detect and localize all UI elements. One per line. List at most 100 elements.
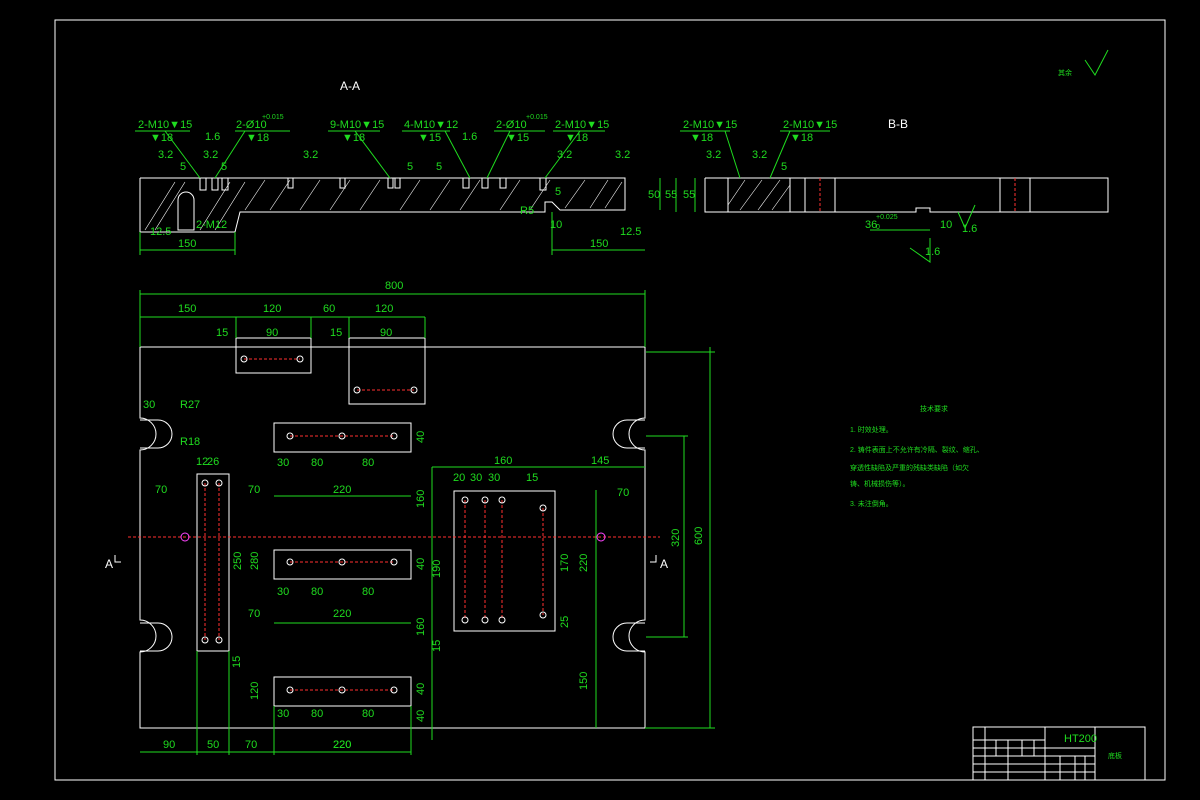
section-mark-right-arrow [650, 555, 657, 563]
ra-aa-4: 3.2 [557, 149, 572, 161]
title-material: HT200 [1064, 733, 1097, 745]
dim-aa-55: 55 [665, 189, 677, 201]
dim-sub-15b: 15 [330, 327, 342, 339]
dim-pad-80e: 80 [311, 708, 323, 720]
notes-line-2: 2. 铸件表面上不允许有冷隔、裂纹、缩孔、 [850, 445, 984, 454]
notes-line-5: 3. 未注倒角。 [850, 499, 893, 508]
dim-pad-190: 190 [431, 560, 443, 578]
ra-bb-4: 1.6 [925, 246, 940, 258]
dim-aa-10: 10 [550, 219, 562, 231]
ra-aa-1: 3.2 [158, 149, 173, 161]
outer-frame [54, 19, 1166, 781]
dim-pad-40d: 40 [415, 710, 427, 722]
ra-bb-2: 3.2 [752, 149, 767, 161]
dim-left-70: 70 [155, 484, 167, 496]
ra-bb-1: 3.2 [706, 149, 721, 161]
title-part-name: 底板 [1108, 751, 1122, 760]
dim-aa-150b: 150 [590, 238, 608, 250]
dim-right-220: 220 [578, 554, 590, 572]
dim-bb-10: 10 [940, 219, 952, 231]
dim-sub-90b: 90 [380, 327, 392, 339]
notes-line-1: 1. 时效处理。 [850, 425, 893, 434]
dim-right-150: 150 [578, 672, 590, 690]
callout-aa-2: 2-Ø10 [236, 119, 267, 131]
callout-aa-4: 4-M10▼12 [404, 119, 458, 131]
notes-line-4: 铸、机械损伤等）。 [850, 479, 910, 488]
roughness-symbol [1084, 49, 1109, 76]
dim-right-145: 145 [591, 455, 609, 467]
callout-bb-2: 2-M10▼15 [783, 119, 837, 131]
dim-right-20: 20 [453, 472, 465, 484]
dim-left-120: 120 [249, 682, 261, 700]
dim-left-r27: R27 [180, 399, 200, 411]
ra-bb-3: 1.6 [962, 223, 977, 235]
callout-aa-1: 2-M10▼15 [138, 119, 192, 131]
technical-notes: 技术要求 1. 时效处理。 2. 铸件表面上不允许有冷隔、裂纹、缩孔、 穿透性缺… [850, 404, 984, 508]
dim-left-r18: R18 [180, 436, 200, 448]
dim-pad-160b: 160 [415, 618, 427, 636]
dim-left-15: 15 [231, 656, 243, 668]
section-aa-title: A-A [340, 79, 360, 93]
dim-pad-40a: 40 [415, 431, 427, 443]
dim-right-320: 320 [670, 529, 682, 547]
ra-aa-5: 3.2 [615, 149, 630, 161]
section-mark-right: A [660, 557, 668, 571]
dim-aa-s5: 5 [555, 186, 561, 198]
callout-aa-3b: ▼18 [342, 132, 365, 144]
section-aa-hatching [144, 179, 623, 231]
dim-bottom-220: 220 [333, 739, 351, 751]
dim-pad-30a: 30 [277, 457, 289, 469]
dim-bb-36-tol: +0.025 [876, 214, 898, 221]
section-bb-annotations: 2-M10▼15 ▼18 2-M10▼15 ▼18 3.2 3.2 1.6 1.… [680, 119, 977, 263]
plan-dimension-lines [139, 290, 715, 755]
dim-pad-30b: 30 [277, 586, 289, 598]
dim-pad-80b: 80 [362, 457, 374, 469]
dim-aa-50: 50 [648, 189, 660, 201]
callout-aa-2r: 1.6 [205, 131, 220, 143]
dim-aa-150a: 150 [178, 238, 196, 250]
surface-note-other: 其余 [1058, 68, 1072, 77]
callout-aa-4b: ▼15 [418, 132, 441, 144]
section-bb-title: B-B [888, 117, 908, 131]
dim-pad-220a: 220 [333, 484, 351, 496]
dim-right-170: 170 [559, 554, 571, 572]
dim-top-120a: 120 [263, 303, 281, 315]
dim-top-60: 60 [323, 303, 335, 315]
ra-aa-7: 12.5 [620, 226, 641, 238]
title-block: HT200 底板 [972, 726, 1146, 781]
dim-pad-80a: 80 [311, 457, 323, 469]
dim-right-30a: 30 [470, 472, 482, 484]
dim-bb-55: 55 [683, 189, 695, 201]
dim-right-25: 25 [559, 616, 571, 628]
dim-right-70: 70 [617, 487, 629, 499]
dim-bottom-90: 90 [163, 739, 175, 751]
notes-title: 技术要求 [920, 404, 948, 413]
dim-pad-80c: 80 [311, 586, 323, 598]
dim-pad-40b: 40 [415, 558, 427, 570]
plan-outline [128, 337, 660, 729]
dim-left-70b: 70 [248, 484, 260, 496]
dim-pad-15: 15 [431, 640, 443, 652]
dim-aa-s1: 5 [180, 161, 186, 173]
callout-aa-5tol: +0.015 [526, 114, 548, 121]
callout-bb-1b: ▼18 [690, 132, 713, 144]
dim-pad-220c: 220 [333, 739, 351, 751]
ra-aa-6: 12.5 [150, 226, 171, 238]
dim-left-250: 250 [232, 552, 244, 570]
dim-left-30: 30 [143, 399, 155, 411]
dim-pad-30c: 30 [277, 708, 289, 720]
dim-bb-36-tol0: 0 [876, 224, 880, 231]
dim-bb-36: 36 [865, 219, 877, 231]
callout-aa-1b: ▼18 [150, 132, 173, 144]
section-bb-profile [704, 177, 1109, 213]
callout-aa-6: 2-M10▼15 [555, 119, 609, 131]
dim-pad-220b: 220 [333, 608, 351, 620]
dim-pad-80f: 80 [362, 708, 374, 720]
dim-right-160: 160 [494, 455, 512, 467]
callout-bb-2b: ▼18 [790, 132, 813, 144]
dim-aa-s3: 5 [407, 161, 413, 173]
dim-left-280: 280 [249, 552, 261, 570]
dim-600: 600 [693, 527, 705, 545]
dim-pad-160a: 160 [415, 490, 427, 508]
